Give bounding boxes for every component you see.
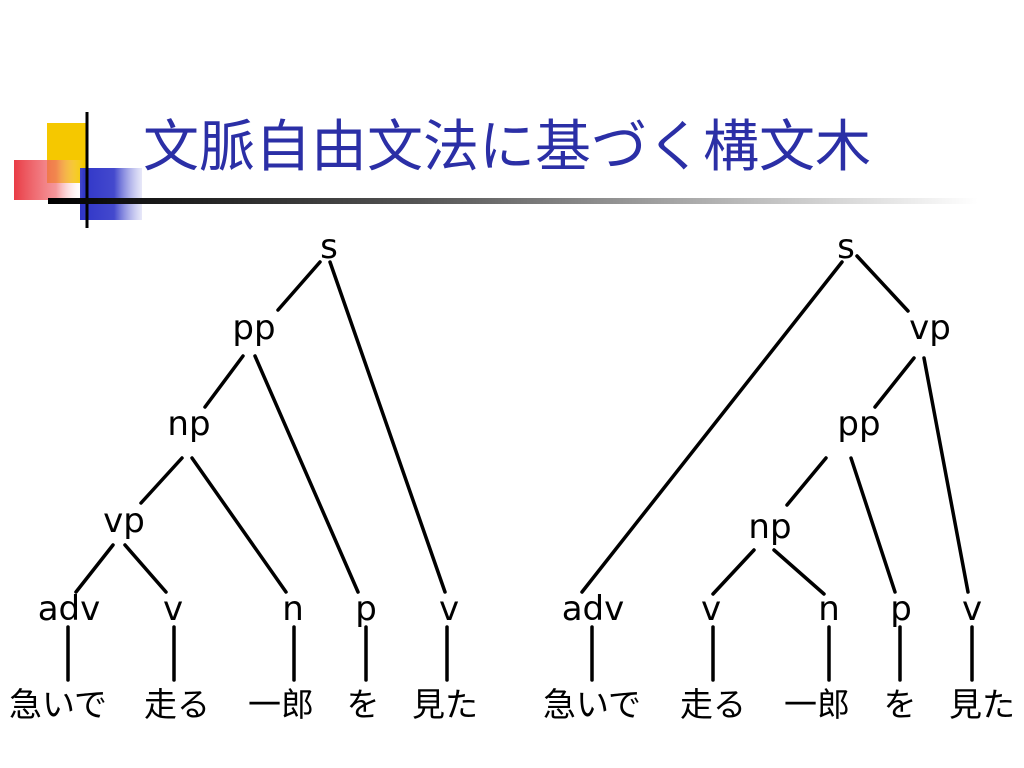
tree1-word-2: 走る	[144, 685, 210, 724]
tree2-edge-vp-pp	[873, 356, 916, 409]
tree2-node-p: p	[890, 589, 912, 629]
tree-2-nodes: s vp pp np adv v n p v	[562, 227, 982, 629]
tree1-edge-vp-adv	[74, 543, 115, 594]
tree2-word-4: を	[884, 685, 917, 724]
tree2-edge-pp-p	[849, 456, 897, 594]
tree1-node-vp: vp	[103, 501, 145, 541]
tree1-node-s: s	[320, 227, 338, 267]
tree2-edge-vp-v	[922, 356, 970, 594]
tree1-node-pp: pp	[232, 308, 275, 348]
tree2-node-s: s	[837, 227, 855, 267]
logo-blue-square	[80, 168, 142, 220]
tree1-edge-pp-p	[253, 354, 360, 594]
tree1-word-1: 急いで	[9, 685, 107, 724]
slide-title: 文脈自由文法に基づく構文木	[143, 115, 871, 180]
tree1-edge-vp-v	[123, 543, 168, 594]
tree1-edge-pp-np	[203, 354, 245, 409]
tree-1-nodes: s pp np vp adv v n p v	[38, 227, 459, 629]
tree2-node-adv: adv	[562, 589, 625, 629]
tree1-node-np: np	[167, 404, 210, 444]
tree2-node-v: v	[701, 589, 721, 629]
tree2-edge-s-vp	[855, 254, 910, 313]
logo-red-square	[14, 160, 84, 200]
tree2-word-3: 一郎	[784, 685, 850, 724]
tree-1-edges	[66, 260, 449, 682]
tree1-edge-s-pp	[276, 260, 322, 312]
tree1-edge-s-v	[328, 260, 447, 594]
tree2-edge-np-v	[711, 548, 756, 596]
tree1-word-5: 見た	[412, 685, 478, 724]
tree1-edge-np-vp	[139, 456, 184, 505]
tree2-node-pp: pp	[837, 404, 880, 444]
tree2-node-v2: v	[962, 589, 982, 629]
tree1-word-4: を	[347, 685, 380, 724]
tree1-node-n: n	[282, 589, 304, 629]
tree-2-words: 急いで 走る 一郎 を 見た	[543, 685, 1015, 724]
tree2-node-np: np	[748, 507, 791, 547]
tree1-node-p: p	[355, 589, 377, 629]
tree2-edge-s-adv	[580, 260, 844, 594]
tree1-node-v: v	[163, 589, 183, 629]
tree2-edge-np-n	[772, 548, 826, 596]
tree1-word-3: 一郎	[248, 685, 314, 724]
tree2-edge-pp-np	[785, 456, 828, 507]
tree1-edge-np-n	[190, 456, 288, 594]
tree-2-edges	[580, 254, 974, 682]
tree1-node-v2: v	[439, 589, 459, 629]
tree2-word-2: 走る	[680, 685, 746, 724]
tree2-node-n: n	[818, 589, 840, 629]
tree1-node-adv: adv	[38, 589, 101, 629]
title-underline	[48, 198, 978, 204]
tree2-node-vp: vp	[909, 308, 951, 348]
tree2-word-5: 見た	[949, 685, 1015, 724]
tree-1-words: 急いで 走る 一郎 を 見た	[9, 685, 478, 724]
tree2-word-1: 急いで	[543, 685, 641, 724]
